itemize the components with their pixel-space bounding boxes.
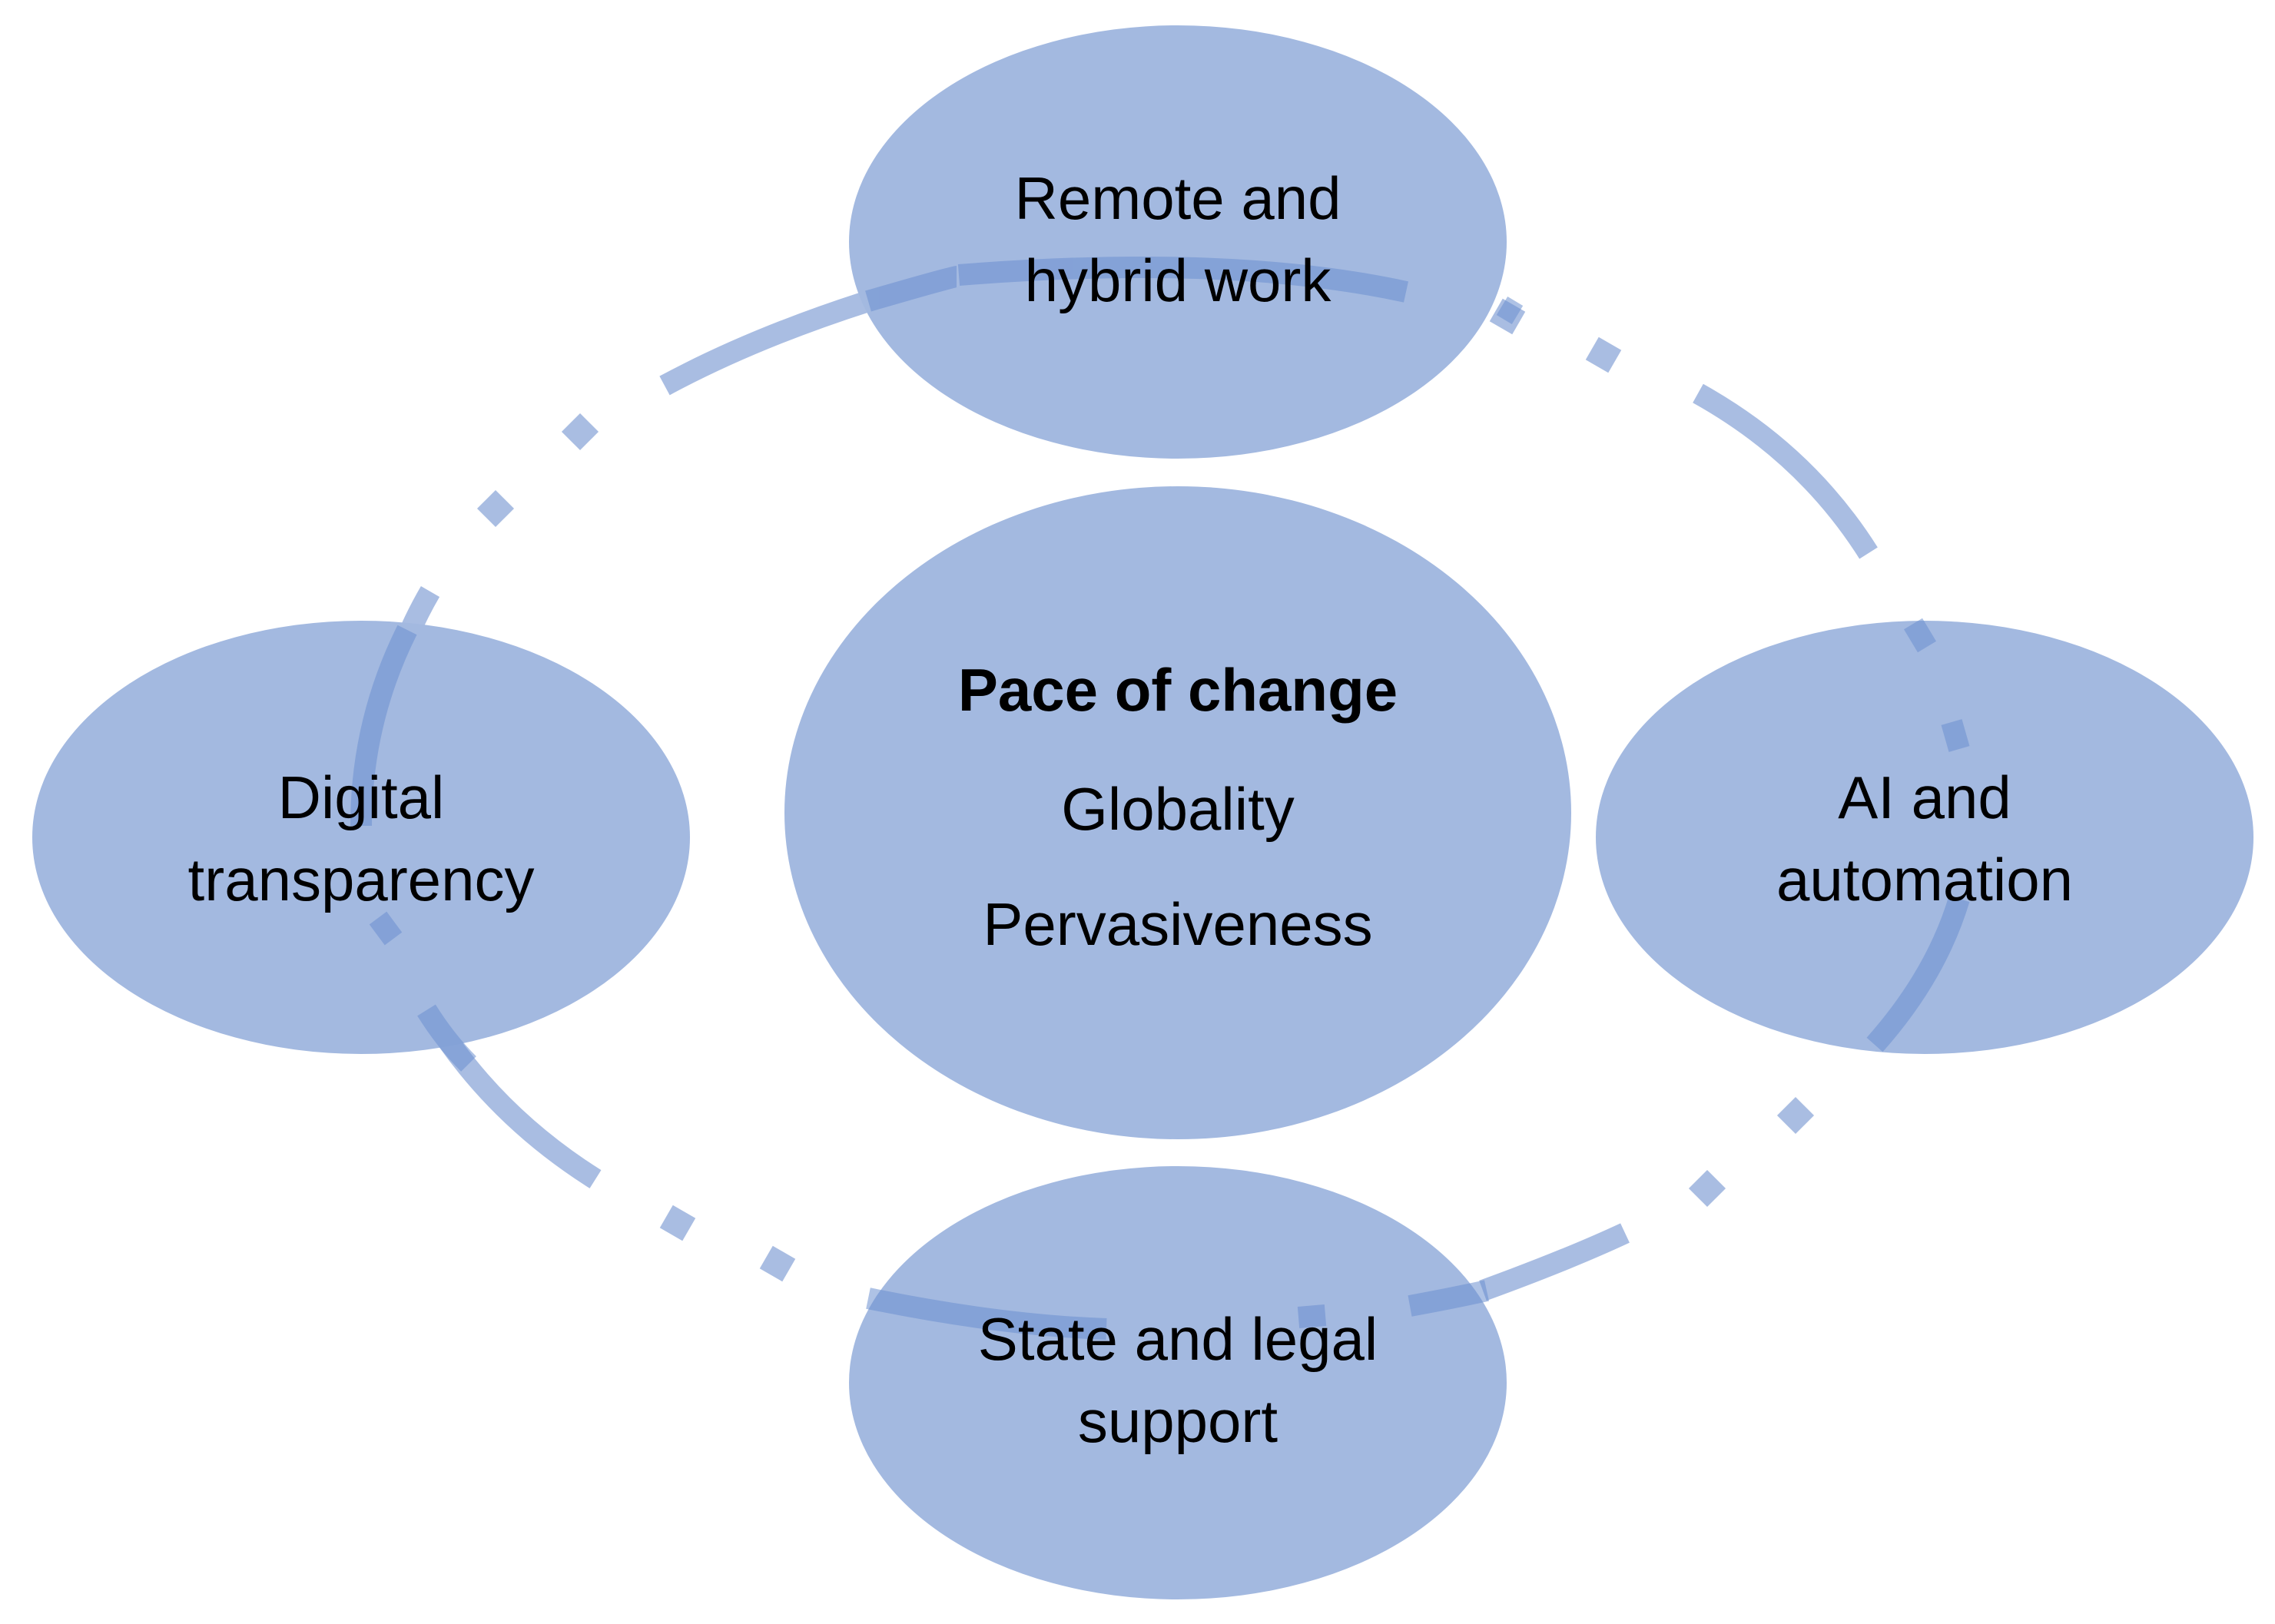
ring-dash-top-left: [659, 290, 872, 396]
top-node-label: Remote and hybrid work: [1015, 164, 1341, 314]
node-top-ellipse: [849, 25, 1507, 459]
bottom-node-line-1: State and legal: [978, 1305, 1378, 1373]
ring-dash-bottom-right: [1479, 1223, 1630, 1301]
left-node-line-2: transparency: [188, 846, 535, 913]
ring-overlay-left: [350, 625, 417, 827]
ellipses: [32, 25, 2253, 1599]
ring-overlay-right-mid: [1941, 719, 1970, 752]
ring-overlay-top-right: [957, 256, 1408, 303]
center-line-3: Pervasiveness: [983, 890, 1372, 958]
ring-overlay-top-dot: [1496, 296, 1524, 325]
node-bottom-ellipse: [849, 1166, 1507, 1599]
ring-overlay-right-lower: [1866, 895, 1970, 1052]
ring-dot: [1688, 1169, 1726, 1208]
ring-overlay-bottom-right: [1408, 1280, 1490, 1317]
ring-overlay-bottom: [866, 1288, 1107, 1340]
ring-overlay-bottom-mid: [1297, 1304, 1327, 1328]
bottom-node-line-2: support: [1078, 1387, 1278, 1455]
ring-dot: [1776, 1096, 1815, 1135]
ring-dash-top-right: [1693, 383, 1878, 559]
node-left-ellipse: [32, 621, 690, 1054]
ring-overlay-left-lower: [417, 1004, 476, 1072]
ring-overlay-left-dot: [369, 911, 403, 946]
ring-dot: [561, 413, 599, 451]
ring-dot: [659, 1205, 696, 1241]
right-node-label: AI and automation: [1776, 764, 2073, 913]
left-node-label: Digital transparency: [188, 764, 535, 913]
center-line-1: Pace of change: [958, 656, 1398, 724]
top-node-line-2: hybrid work: [1025, 247, 1332, 314]
ring-dot: [759, 1245, 796, 1282]
ring-overlays: [350, 256, 1970, 1340]
node-right-ellipse: [1596, 621, 2253, 1054]
center-label: Pace of change Globality Pervasiveness: [958, 656, 1398, 958]
right-node-line-2: automation: [1776, 846, 2073, 913]
top-node-line-1: Remote and: [1015, 164, 1341, 232]
ring-overlay-top: [865, 266, 959, 312]
ring-overlay-right: [1903, 618, 1937, 653]
left-node-line-1: Digital: [278, 764, 445, 831]
bottom-node-label: State and legal support: [978, 1305, 1378, 1455]
ring-dot: [1585, 336, 1622, 373]
right-node-line-1: AI and: [1838, 764, 2011, 831]
ring-dot: [476, 489, 515, 528]
center-ellipse: [784, 486, 1571, 1139]
center-line-2: Globality: [1061, 775, 1294, 843]
